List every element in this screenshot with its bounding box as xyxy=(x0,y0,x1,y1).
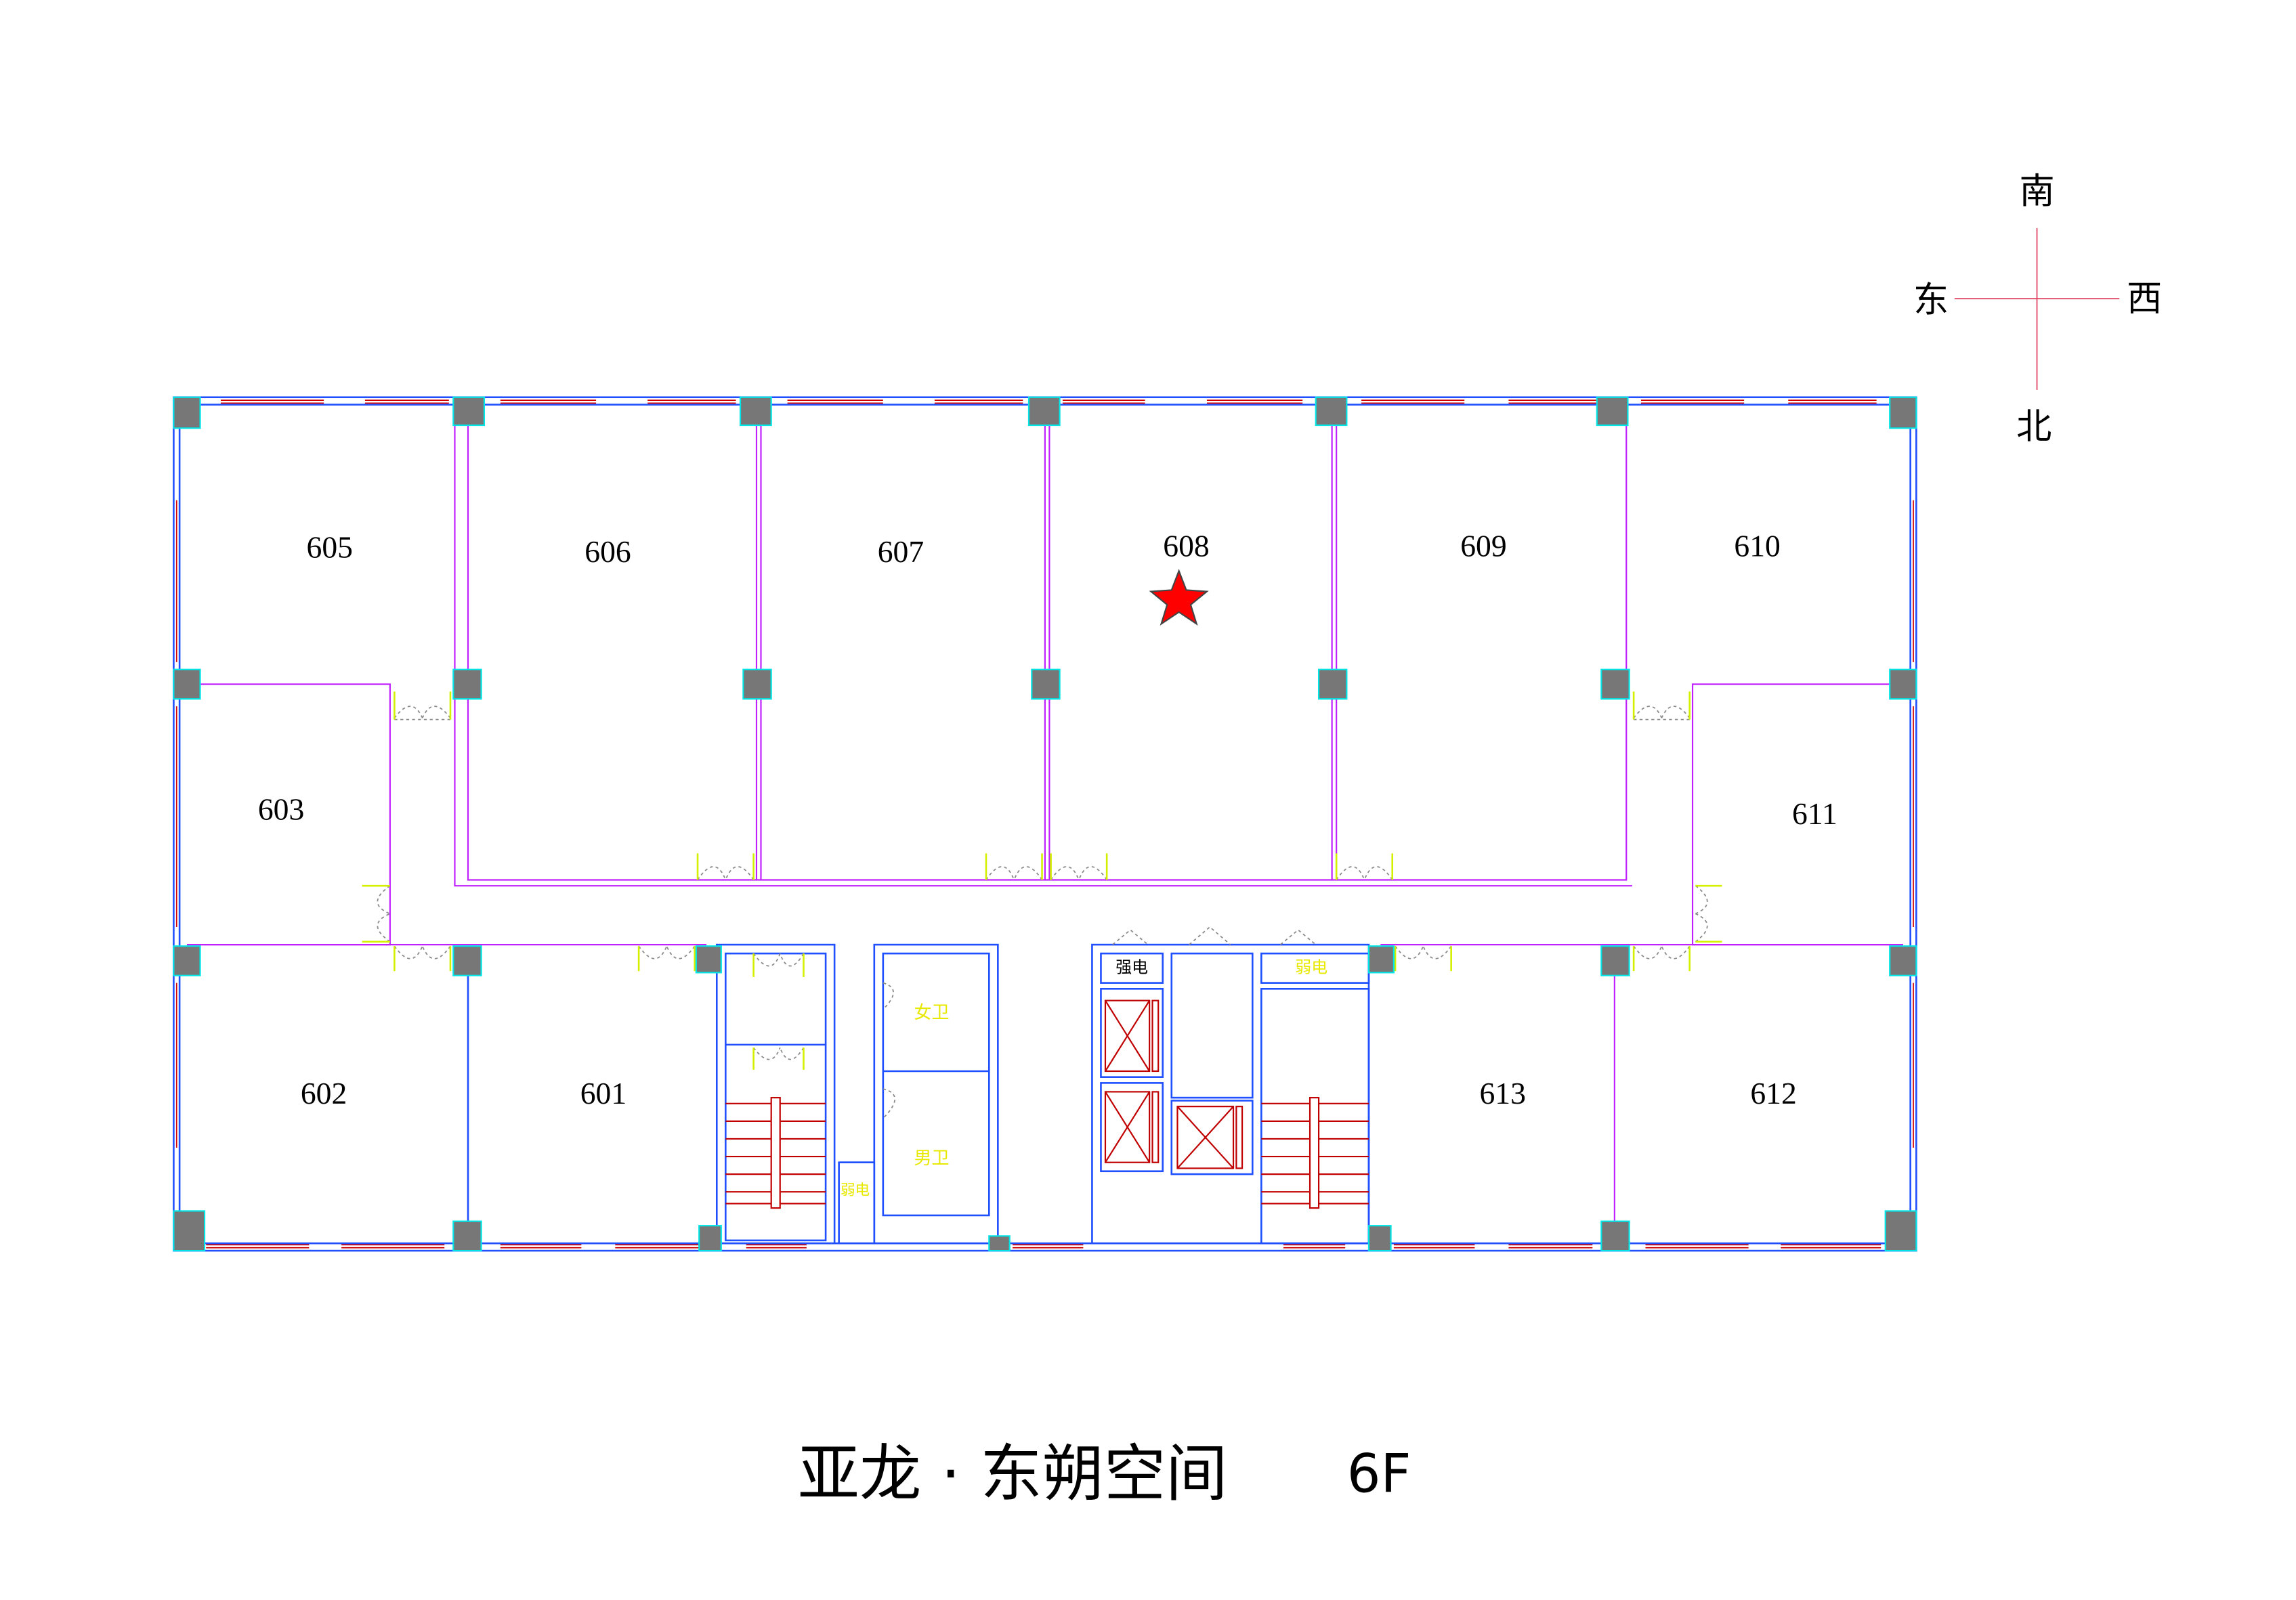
room-labels: 605 606 607 608 609 610 603 611 602 601 … xyxy=(258,528,1837,1110)
compass-south: 南 xyxy=(2019,171,2054,212)
service-core: 女卫 男卫 弱电 强电 弱电 xyxy=(715,926,1370,1245)
stair-right xyxy=(1261,1097,1369,1209)
mens-restroom-label: 男卫 xyxy=(914,1148,949,1169)
room-603[interactable]: 603 xyxy=(258,792,304,826)
weak-power-label-right: 弱电 xyxy=(1295,957,1327,976)
partitions xyxy=(186,419,1903,1234)
room-611[interactable]: 611 xyxy=(1792,796,1837,831)
room-602[interactable]: 602 xyxy=(301,1076,347,1110)
room-609[interactable]: 609 xyxy=(1460,528,1506,563)
doors xyxy=(362,691,1722,972)
compass: 南 北 东 西 xyxy=(1913,171,2162,448)
stair-left xyxy=(725,1097,826,1209)
compass-north: 北 xyxy=(2016,407,2051,448)
weak-power-label-left: 弱电 xyxy=(841,1182,870,1199)
room-612[interactable]: 612 xyxy=(1750,1076,1796,1110)
compass-west: 西 xyxy=(2127,279,2162,320)
room-605[interactable]: 605 xyxy=(307,530,353,565)
room-610[interactable]: 610 xyxy=(1734,528,1780,563)
room-601[interactable]: 601 xyxy=(580,1076,626,1110)
room-608[interactable]: 608 xyxy=(1163,528,1209,563)
room-606[interactable]: 606 xyxy=(584,534,631,569)
room-607[interactable]: 607 xyxy=(878,534,924,569)
building-title: 亚龙 · 东朔空间 xyxy=(798,1437,1228,1510)
structural-columns xyxy=(173,396,1917,1252)
star-icon xyxy=(1149,569,1209,626)
room-613[interactable]: 613 xyxy=(1479,1076,1525,1110)
compass-east: 东 xyxy=(1913,280,1949,321)
floor-label: 6F xyxy=(1347,1443,1411,1505)
strong-power-label: 强电 xyxy=(1115,957,1148,976)
womens-restroom-label: 女卫 xyxy=(914,1003,949,1023)
